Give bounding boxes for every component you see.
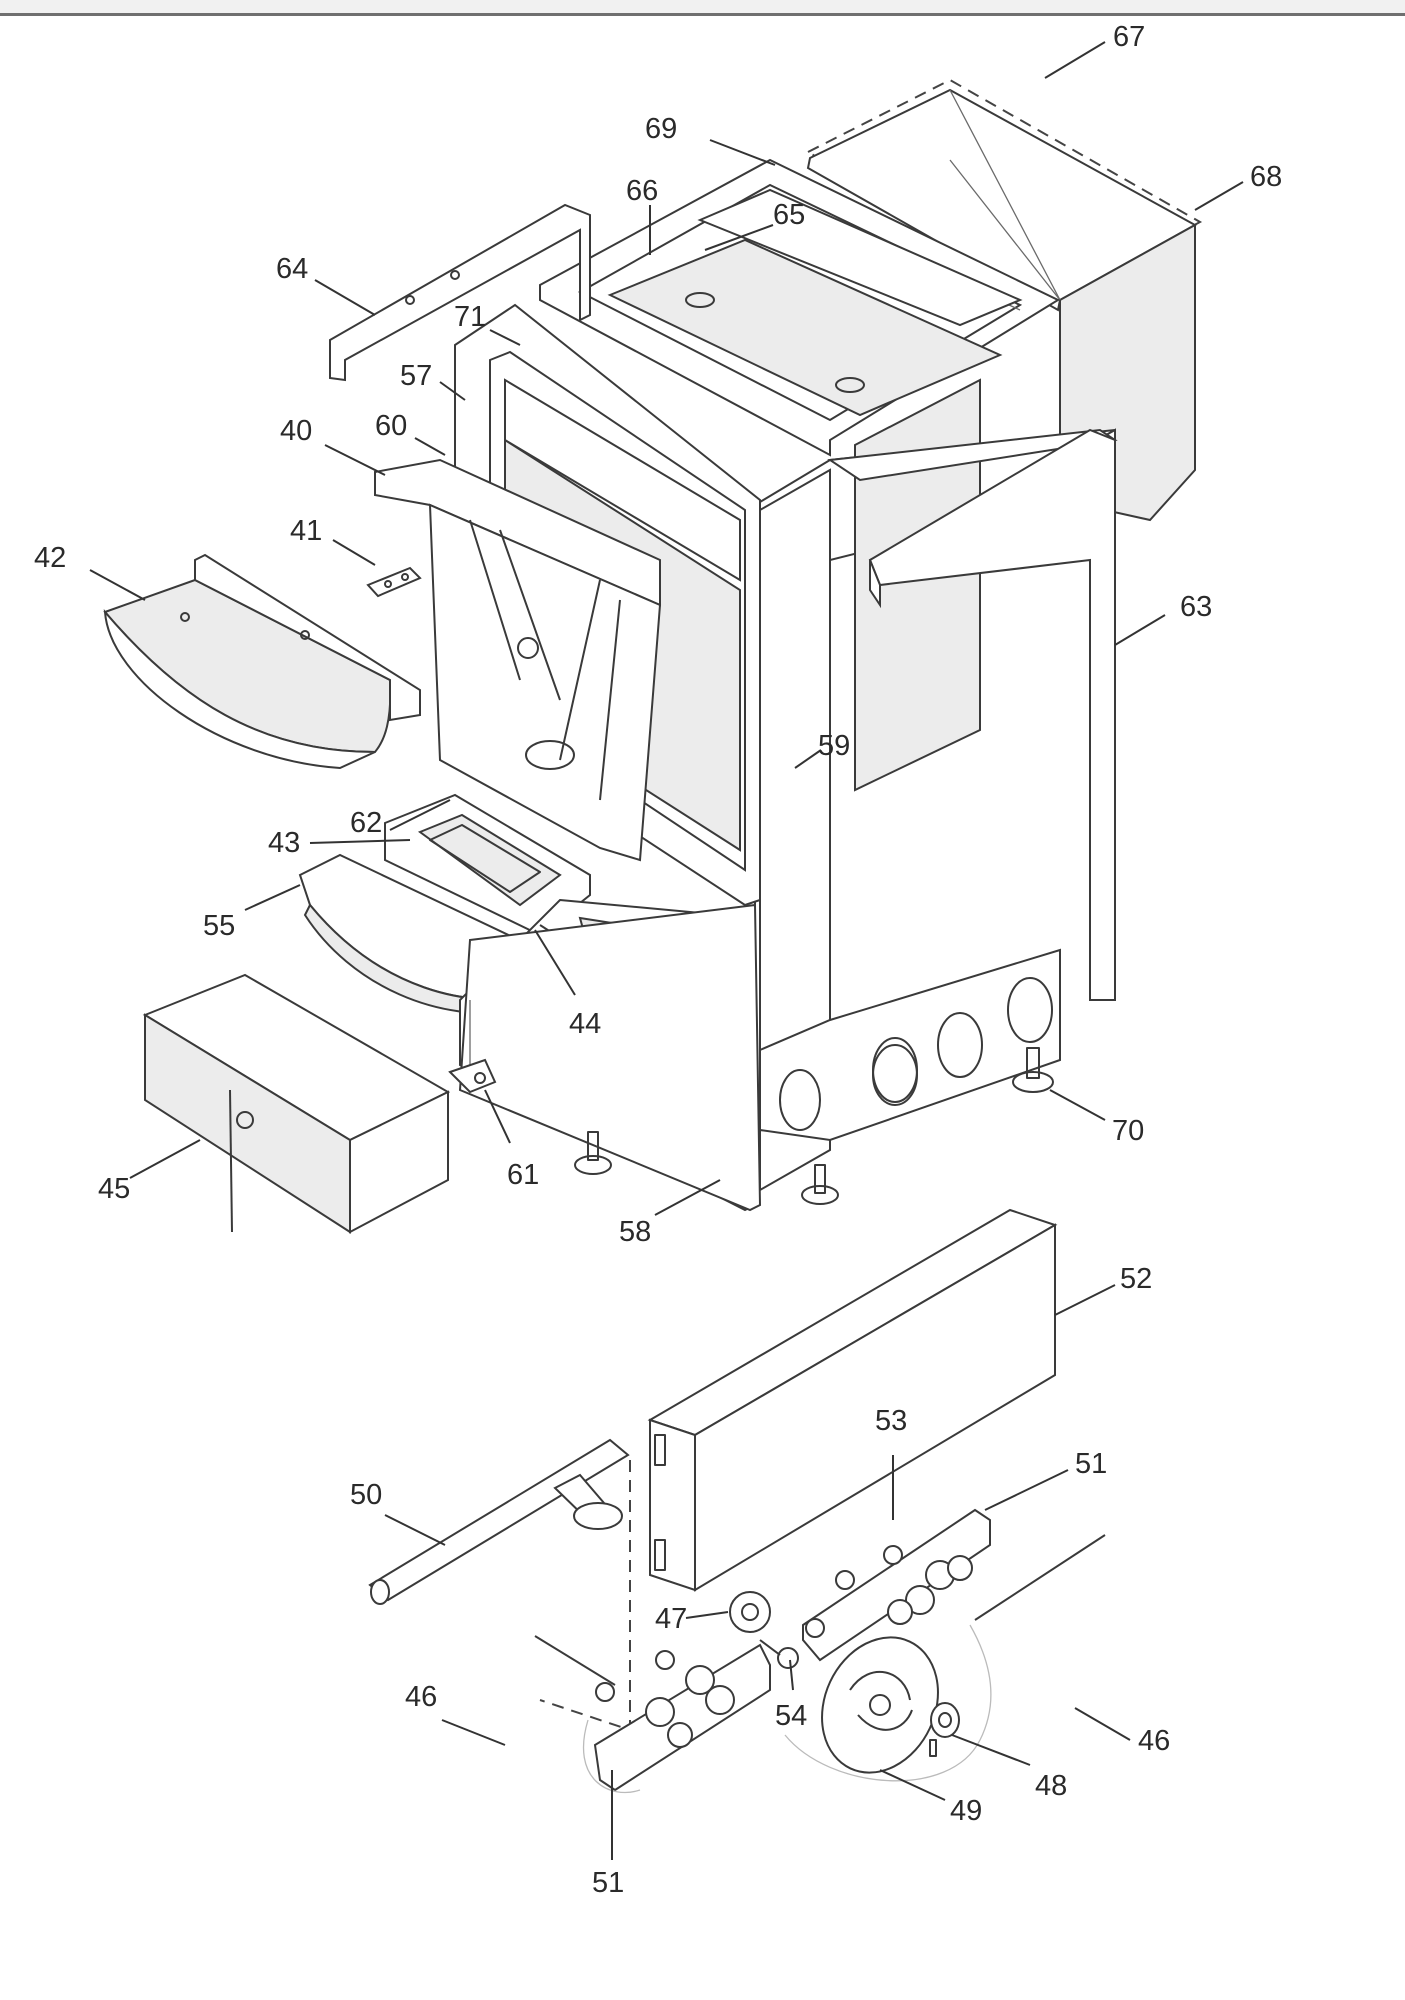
label-61: 61	[507, 1159, 539, 1191]
right-side-frame	[868, 428, 1116, 1001]
label-58: 58	[619, 1216, 651, 1248]
label-53: 53	[875, 1405, 907, 1437]
label-49: 49	[950, 1795, 982, 1827]
label-44: 44	[569, 1008, 601, 1040]
cam-disc	[821, 1636, 939, 1774]
label-40: 40	[280, 415, 312, 447]
heat-exchanger-top	[607, 188, 1023, 417]
latch	[448, 1058, 497, 1094]
label-65: 65	[773, 199, 805, 231]
label-55: 55	[203, 910, 235, 942]
lower-bracket-plate	[593, 1639, 799, 1792]
upper-rail	[329, 203, 591, 382]
heat-shield	[374, 458, 662, 862]
label-51-upper: 51	[1075, 1448, 1107, 1480]
label-71: 71	[454, 301, 486, 333]
label-66: 66	[626, 175, 658, 207]
label-51-lower: 51	[592, 1867, 624, 1899]
part-labels: 67 68 69 66 65 64 71 57 60 40 41 42 63 5…	[34, 21, 1282, 1899]
leveling-feet	[574, 1047, 1054, 1205]
label-47: 47	[655, 1603, 687, 1635]
left-shelf	[103, 553, 421, 770]
auger-cover	[647, 1208, 1058, 1592]
label-42: 42	[34, 542, 66, 574]
label-69: 69	[645, 113, 677, 145]
drive-shaft	[368, 1438, 631, 1732]
label-64: 64	[276, 253, 308, 285]
label-63: 63	[1180, 591, 1212, 623]
assembly-outlines	[534, 1534, 1106, 1794]
label-45: 45	[98, 1173, 130, 1205]
spacer	[729, 1591, 771, 1633]
label-52: 52	[1120, 1263, 1152, 1295]
hub-assembly	[929, 1702, 960, 1757]
leader-lines	[89, 41, 1244, 1860]
label-48: 48	[1035, 1770, 1067, 1802]
upper-bracket-plate	[802, 1508, 991, 1662]
label-68: 68	[1250, 161, 1282, 193]
fire-pot	[384, 793, 591, 937]
label-46-right: 46	[1138, 1725, 1170, 1757]
label-57: 57	[400, 360, 432, 392]
label-60: 60	[375, 410, 407, 442]
label-41: 41	[290, 515, 322, 547]
window-top-bar	[0, 0, 1405, 16]
label-70: 70	[1112, 1115, 1144, 1147]
label-50: 50	[350, 1479, 382, 1511]
label-54: 54	[775, 1700, 807, 1732]
label-59: 59	[818, 730, 850, 762]
label-62: 62	[350, 807, 382, 839]
label-46-left: 46	[405, 1681, 437, 1713]
ash-drawer	[142, 973, 451, 1234]
label-43: 43	[268, 827, 300, 859]
label-67: 67	[1113, 21, 1145, 53]
small-bracket	[366, 566, 422, 598]
